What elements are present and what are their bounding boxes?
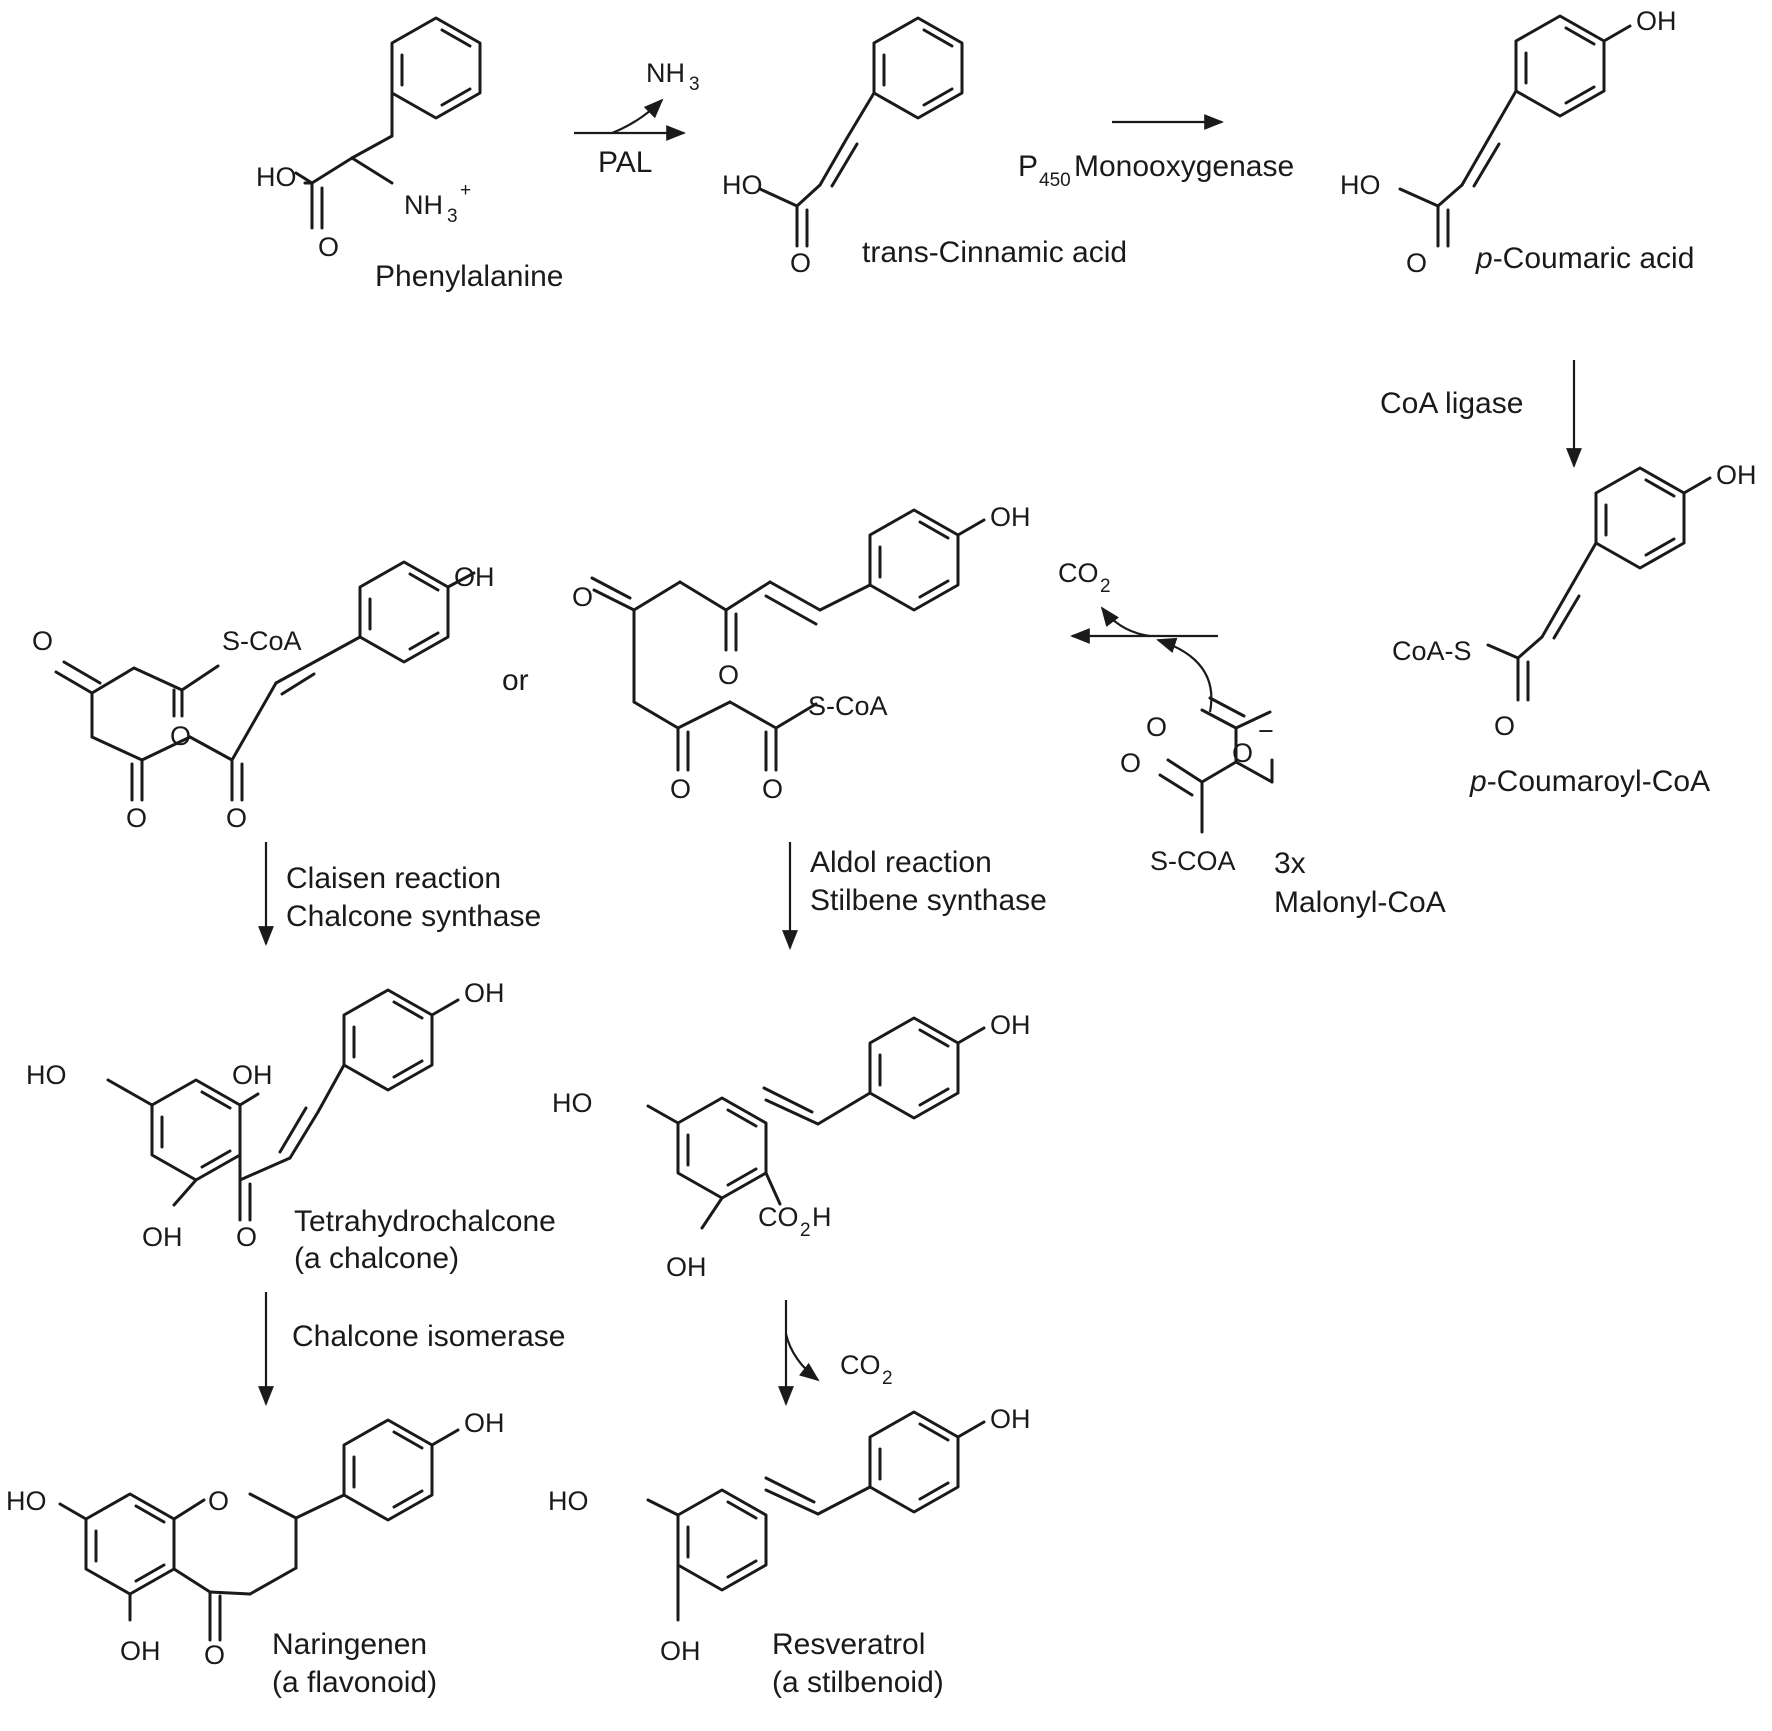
claisen-reaction-label: Claisen reaction (286, 862, 501, 895)
ammonium-nh-label: NH (404, 190, 443, 220)
co2-label-bottom: CO 2 (840, 1350, 893, 1389)
coumaric-phenol-label: OH (1636, 6, 1677, 36)
p450-p-label: P (1018, 150, 1038, 183)
tetraketide-middle-phenol-label: OH (990, 502, 1031, 532)
cinnamic-carbonyl-label: O (790, 248, 811, 278)
malonyl-carbonyl-label: O (1120, 748, 1141, 778)
aldol-reaction-label: Aldol reaction (810, 846, 992, 879)
malonyl-carboxylate-label: O (1232, 738, 1253, 768)
coumaroyl-coa-structure (1486, 466, 1712, 702)
tetraketide-middle-ketone4-label: O (762, 774, 783, 804)
tetraketide-left-ketone1-label: O (32, 626, 53, 656)
resveratrol-hydroxyl-2-label: OH (660, 1636, 701, 1666)
coumaric-carbonyl-label: O (1406, 248, 1427, 278)
carboxylic-h-label: H (812, 1202, 832, 1232)
tetraketide-middle-thioester-label: S-CoA (808, 691, 888, 721)
stilbene-synthase-label: Stilbene synthase (810, 884, 1047, 917)
ammonia-subscript: 3 (689, 74, 700, 95)
co2-bottom-subscript: 2 (882, 1368, 893, 1389)
p450-subscript: 450 (1039, 170, 1071, 191)
resveratrol-structure (646, 1410, 986, 1622)
chalcone-hydroxyl-3-label: OH (142, 1222, 183, 1252)
chalcone-hydroxyl-1-label: HO (26, 1060, 67, 1090)
naringenin-hydroxyl-2-label: OH (120, 1636, 161, 1666)
cinnamic-acid-label: trans-Cinnamic acid (862, 236, 1127, 269)
tetraketide-left-phenol-label: OH (454, 562, 495, 592)
tetraketide-left-ketone2-label: O (170, 721, 191, 751)
malonyl-coa-structure (1158, 696, 1274, 834)
stilbene-acid-structure (646, 1016, 986, 1230)
phenylalanine-carbonyl-label: O (318, 232, 339, 262)
tetraketide-middle-ketone1-label: O (572, 582, 593, 612)
co2-label-top: CO 2 (1058, 558, 1111, 597)
co2-top-subscript: 2 (1100, 576, 1111, 597)
p450-enzyme-label: P 450 Monooxygenase (1018, 150, 1294, 191)
tetraketide-middle-structure (590, 508, 986, 772)
ammonium-label: NH 3 + (404, 180, 471, 227)
decarboxylation-arrow (778, 1300, 820, 1406)
co2-top-co-label: CO (1058, 558, 1099, 588)
tetrahydrochalcone-label: Tetrahydrochalcone (294, 1205, 556, 1238)
or-label: or (502, 664, 529, 697)
chalcone-carbonyl-label: O (236, 1222, 257, 1252)
cinnamic-hydroxyl-label: HO (722, 170, 763, 200)
tetraketide-left-ketone3-label: O (126, 803, 147, 833)
pal-enzyme-label: PAL (598, 146, 652, 179)
resveratrol-label: Resveratrol (772, 1628, 925, 1661)
resveratrol-hydroxyl-1-label: HO (548, 1486, 589, 1516)
resveratrol-phenol-label: OH (990, 1404, 1031, 1434)
coa-ligase-label: CoA ligase (1380, 387, 1523, 420)
chalcone-isomerase-label: Chalcone isomerase (292, 1320, 565, 1353)
malonyl-thioester-label: S-COA (1150, 846, 1236, 876)
p450-name-label: Monooxygenase (1074, 150, 1294, 183)
chalcone-phenol-label: OH (464, 978, 505, 1008)
coumaroyl-carbonyl-label: O (1494, 711, 1515, 741)
naringenin-structure (58, 1418, 460, 1642)
tetraketide-left-thioester-label: S-CoA (222, 626, 302, 656)
coumaroyl-thioester-label: CoA-S (1392, 636, 1472, 666)
phenylalanine-label: Phenylalanine (375, 260, 563, 293)
naringenin-class-label: (a flavonoid) (272, 1666, 437, 1699)
malonyl-carboxyl-o-label: O (1146, 712, 1167, 742)
phenylalanine-structure (294, 16, 482, 230)
phenylalanine-hydroxyl-label: HO (256, 162, 297, 192)
coumaric-acid-label: p-Coumaric acid (1475, 242, 1694, 275)
naringenin-hydroxyl-1-label: HO (6, 1486, 47, 1516)
tetraketide-left-structure (54, 560, 476, 802)
ammonium-subscript: 3 (447, 206, 458, 227)
malonyl-coa-label: Malonyl-CoA (1274, 886, 1446, 919)
chalcone-class-label: (a chalcone) (294, 1242, 459, 1275)
chalcone-hydroxyl-2-label: OH (232, 1060, 273, 1090)
naringenin-phenol-label: OH (464, 1408, 505, 1438)
tetraketide-middle-ketone3-label: O (670, 774, 691, 804)
stilbene-acid-hydroxyl-1-label: HO (552, 1088, 593, 1118)
pal-arrow (574, 98, 686, 141)
chalcone-synthase-label: Chalcone synthase (286, 900, 541, 933)
coumaroyl-phenol-label: OH (1716, 460, 1757, 490)
carboxylic-co-label: CO (758, 1202, 799, 1232)
malonyl-charge-label: − (1258, 716, 1274, 746)
coumaric-acid-structure (1398, 14, 1632, 248)
naringenin-ring-oxygen-label: O (208, 1486, 229, 1516)
ammonium-charge: + (460, 180, 471, 201)
naringenin-carbonyl-label: O (204, 1640, 225, 1670)
cinnamic-acid-structure (758, 16, 964, 248)
tetrahydrochalcone-structure (106, 988, 460, 1222)
ammonia-nh-label: NH (646, 58, 685, 88)
naringenin-label: Naringenen (272, 1628, 427, 1661)
carboxylic-subscript: 2 (800, 1220, 811, 1241)
tetraketide-middle-ketone2-label: O (718, 660, 739, 690)
resveratrol-class-label: (a stilbenoid) (772, 1666, 944, 1699)
malonyl-condensation-arrow (1070, 606, 1218, 713)
carboxylic-acid-label: CO 2 H (758, 1202, 832, 1241)
coumaroyl-coa-label: p-Coumaroyl-CoA (1469, 765, 1710, 798)
co2-bottom-co-label: CO (840, 1350, 881, 1380)
ammonia-label: NH 3 (646, 58, 700, 95)
coumaric-hydroxyl-label: HO (1340, 170, 1381, 200)
tetraketide-left-ketone4-label: O (226, 803, 247, 833)
stilbene-acid-phenol-label: OH (990, 1010, 1031, 1040)
stilbene-acid-hydroxyl-2-label: OH (666, 1252, 707, 1282)
malonyl-count-label: 3x (1274, 847, 1306, 880)
